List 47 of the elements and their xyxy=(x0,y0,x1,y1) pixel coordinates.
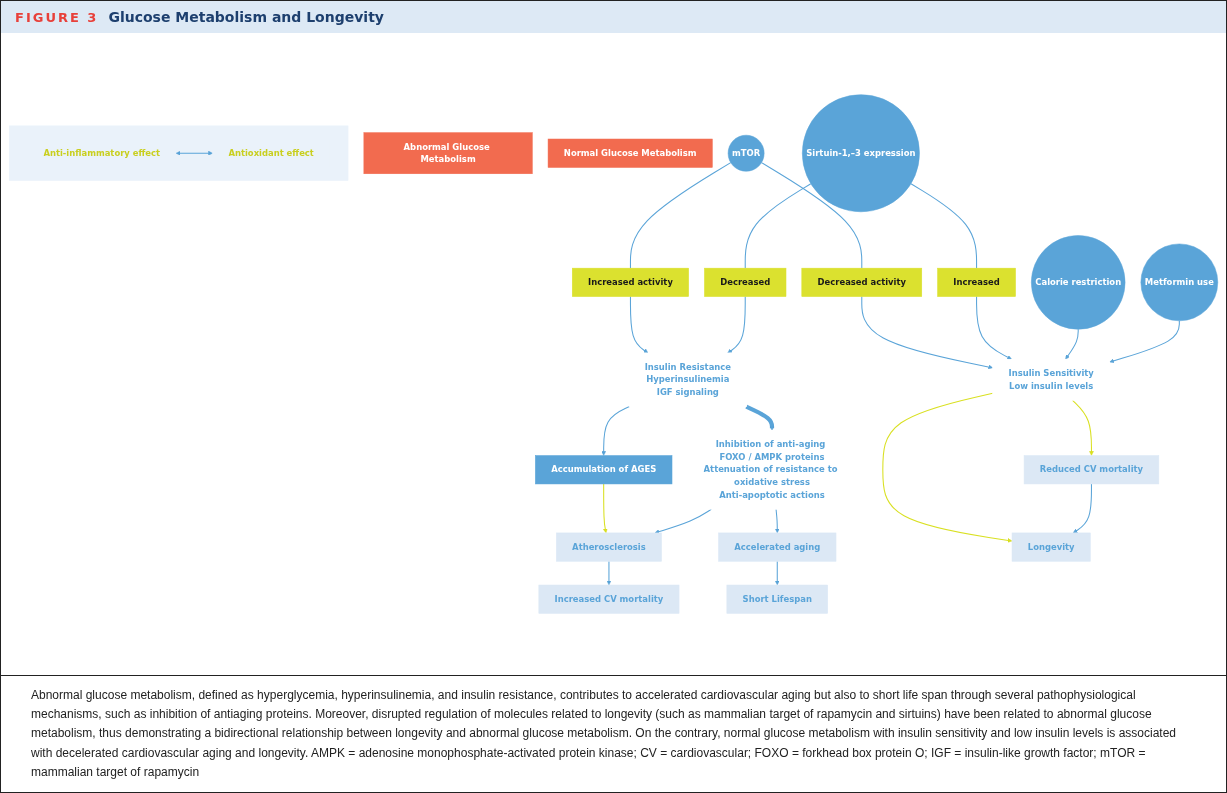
node-box: Increased activity xyxy=(572,267,689,297)
connector xyxy=(629,162,732,269)
node-box: Decreased activity xyxy=(801,267,923,297)
arrow xyxy=(976,296,1012,360)
arrow xyxy=(629,296,649,354)
figure-number: FIGURE 3 xyxy=(15,9,99,25)
node-text: Insulin Sensitivity Low insulin levels xyxy=(1008,368,1094,391)
arrow xyxy=(602,483,608,534)
node-box: Increased CV mortality xyxy=(538,584,680,614)
node-circle: mTOR xyxy=(727,134,765,172)
cluster xyxy=(8,125,349,181)
arrow xyxy=(774,508,780,534)
arrow xyxy=(745,404,775,431)
node-circle: Calorie restriction xyxy=(1031,235,1126,330)
connector xyxy=(910,183,978,269)
arrow xyxy=(1072,399,1094,456)
node-circle: Sirtuin-1,–3 expression xyxy=(802,94,920,213)
node-text: Inhibition of anti-aging FOXO / AMPK proteins Attenuation of resistance to oxidative stress Anti-apoptotic actions xyxy=(703,439,838,500)
node-box: Increased xyxy=(937,267,1016,297)
node-box: Atherosclerosis xyxy=(556,532,662,562)
arrow xyxy=(774,560,780,586)
node-box: Accumulation of AGES xyxy=(535,455,673,485)
title: Glucose Metabolism and Longevity xyxy=(108,9,384,25)
node-box: Reduced CV mortality xyxy=(1023,455,1160,485)
node-box: Decreased xyxy=(704,267,787,297)
node-box: Accelerated aging xyxy=(718,532,837,562)
caption: Abnormal glucose metabolism, defined as hyperglycemia, hyperinsulinemia, and insulin resistance, contributes to accelerated cardiovascular aging but also to short life span through several pathophysiological mechanisms, such as inhibition of antiaging proteins. Moreover, disrupted regulation of molecules related to longevity (such as mammalian target of rapamycin and sirtuins) have been related to abnormal glucose metabolism, thus demonstrating a bidirectional relationship between longevity and abnormal glucose metabolism. On the contrary, normal glucose metabolism with insulin sensitivity and low insulin levels is associated with decelerated cardiovascular aging and longevity. AMPK = adenosine monophosphate-activated protein kinase; CV = cardiovascular; FOXO = forkhead box protein O; IGF = insulin-like growth factor; mTOR = mammalian target of rapamycin xyxy=(1,675,1226,792)
arrow xyxy=(606,560,612,586)
connector xyxy=(761,162,863,269)
arrow xyxy=(1109,320,1180,364)
node-box: Abnormal Glucose Metabolism xyxy=(363,132,533,174)
arrow xyxy=(654,508,712,534)
arrow xyxy=(1065,328,1079,360)
arrow xyxy=(1072,483,1092,534)
node-circle: Metformin use xyxy=(1140,243,1219,322)
node-box: Normal Glucose Metabolism xyxy=(547,138,713,168)
arrow xyxy=(882,392,1013,543)
node-text: Anti-inflammatory effect xyxy=(43,147,161,158)
node-box: Longevity xyxy=(1011,532,1091,562)
arrow xyxy=(175,150,213,156)
arrow xyxy=(601,406,630,456)
node-box: Short Lifespan xyxy=(726,584,828,614)
node-text: Antioxidant effect xyxy=(228,147,314,158)
arrow xyxy=(861,296,993,370)
connector xyxy=(744,183,812,269)
arrow xyxy=(727,296,746,354)
node-text: Insulin Resistance Hyperinsulinemia IGF signaling xyxy=(644,361,732,398)
